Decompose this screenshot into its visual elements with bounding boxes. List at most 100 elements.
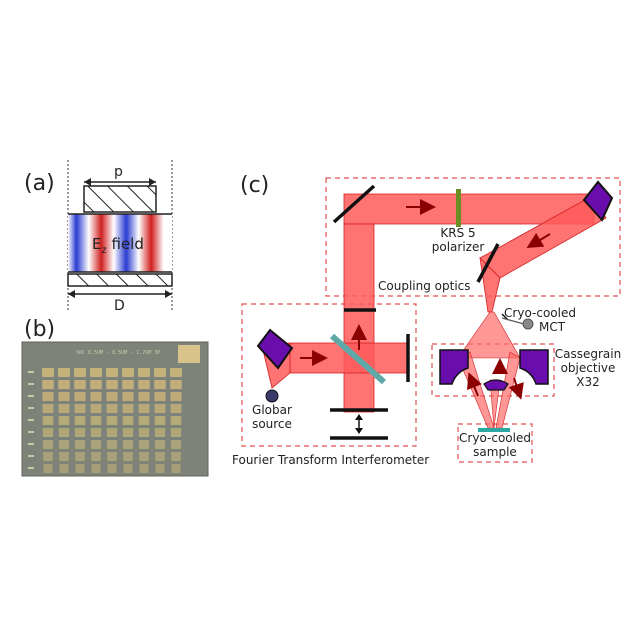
chip-pad [154, 416, 166, 425]
chip-pad [122, 416, 134, 425]
chip-pad [58, 404, 70, 413]
chip-pad [138, 392, 150, 401]
chip-pad [90, 368, 102, 377]
parabolic-mirror-source [256, 328, 294, 370]
cassegrain-objective [439, 349, 549, 391]
chip-pad [154, 428, 166, 437]
chip-pad [90, 404, 102, 413]
polarizer-element [456, 189, 461, 227]
chip-pad [74, 392, 86, 401]
chip-pad [43, 452, 53, 461]
polarizer-label-line2: polarizer [432, 240, 485, 254]
chip-pad [155, 440, 165, 449]
mct-label-line2: MCT [539, 320, 566, 334]
chip-pad [43, 440, 53, 449]
chip-pad [90, 392, 102, 401]
objective-label-line3: X32 [576, 375, 600, 389]
chip-pad [170, 380, 182, 389]
objective-label-line1: Cassegrain [555, 347, 621, 361]
chip-pad [139, 440, 149, 449]
globar-source-icon [265, 389, 279, 403]
chip-pad [59, 452, 69, 461]
panel-b-label: (b) [24, 317, 55, 342]
chip-pad [58, 416, 70, 425]
pad-grid [28, 368, 182, 473]
sample-label-line1: Cryo-cooled [459, 431, 531, 445]
chip-row-marker [28, 407, 34, 409]
chip-pad [123, 464, 133, 473]
width-label: D [114, 298, 125, 314]
chip-pad [90, 428, 102, 437]
chip-pad [42, 368, 54, 377]
sample-label-line2: sample [473, 445, 517, 459]
chip-pad [91, 452, 101, 461]
source-label-line2: source [252, 417, 292, 431]
chip-pad [42, 428, 54, 437]
sample-element [478, 428, 510, 432]
field-label: Ez field [92, 235, 144, 256]
chip-pad [171, 464, 181, 473]
chip-pad [123, 440, 133, 449]
chip-pad [170, 404, 182, 413]
chip-pad [91, 440, 101, 449]
cassegrain-left-mirror [439, 349, 469, 385]
chip-pad [42, 380, 54, 389]
chip-pad [59, 440, 69, 449]
coupling-optics-label: Coupling optics [378, 279, 471, 293]
source-label-line1: Globar [252, 403, 292, 417]
chip-pad [107, 452, 117, 461]
chip-pad [58, 428, 70, 437]
cassegrain-secondary-mirror [483, 379, 509, 391]
coupling-optics-box [325, 177, 621, 297]
chip-row-marker [28, 419, 34, 421]
chip-pad [107, 464, 117, 473]
cassegrain-beams [457, 311, 521, 429]
chip-pad [58, 368, 70, 377]
chip-pad [171, 452, 181, 461]
polarizer-label-line1: KRS 5 [440, 226, 475, 240]
chip-pad [154, 380, 166, 389]
panel-a: (a) p Ez field D [24, 160, 173, 314]
chip-pad [122, 368, 134, 377]
ground-plane [67, 273, 173, 287]
mirrors [330, 184, 509, 440]
chip-pad [59, 464, 69, 473]
mirror-top-left [332, 184, 376, 224]
arrow-diagonal [526, 232, 551, 249]
chip-pad [74, 368, 86, 377]
chip-row-marker [28, 371, 34, 373]
chip-pad [170, 428, 182, 437]
parabolic-mirror-right [582, 180, 614, 222]
chip-pad [106, 392, 118, 401]
chip-row-marker [28, 431, 34, 433]
panel-a-label: (a) [24, 171, 55, 196]
chip-pad [42, 392, 54, 401]
beam-vertical-main [343, 223, 375, 413]
beamsplitter [330, 333, 386, 385]
field-label-sub: z [101, 245, 106, 256]
chip-pad [91, 464, 101, 473]
chip-pad [171, 440, 181, 449]
chip-pad [122, 392, 134, 401]
interferometer-label: Fourier Transform Interferometer [232, 453, 429, 467]
chip-row-marker [28, 467, 34, 469]
chip-pad [58, 392, 70, 401]
movable-mirror-arrow-heads [355, 414, 363, 434]
chip-corner-pad [178, 345, 200, 363]
panel-c-label: (c) [240, 173, 269, 198]
chip-pad [170, 368, 182, 377]
chip-pad [75, 452, 85, 461]
chip-pad [43, 464, 53, 473]
chip-pad [155, 452, 165, 461]
chip-pad [138, 380, 150, 389]
mct-label-line1: Cryo-cooled [504, 306, 576, 320]
mct-lead [501, 317, 525, 325]
chip-text: SOC 8.5UM - 8.5UM - 1.7UM 3P [76, 350, 160, 356]
chip-pad [74, 428, 86, 437]
chip-pad [42, 404, 54, 413]
chip-pad [138, 404, 150, 413]
field-region [68, 214, 172, 272]
chip-pad [122, 428, 134, 437]
chip-pad [154, 368, 166, 377]
